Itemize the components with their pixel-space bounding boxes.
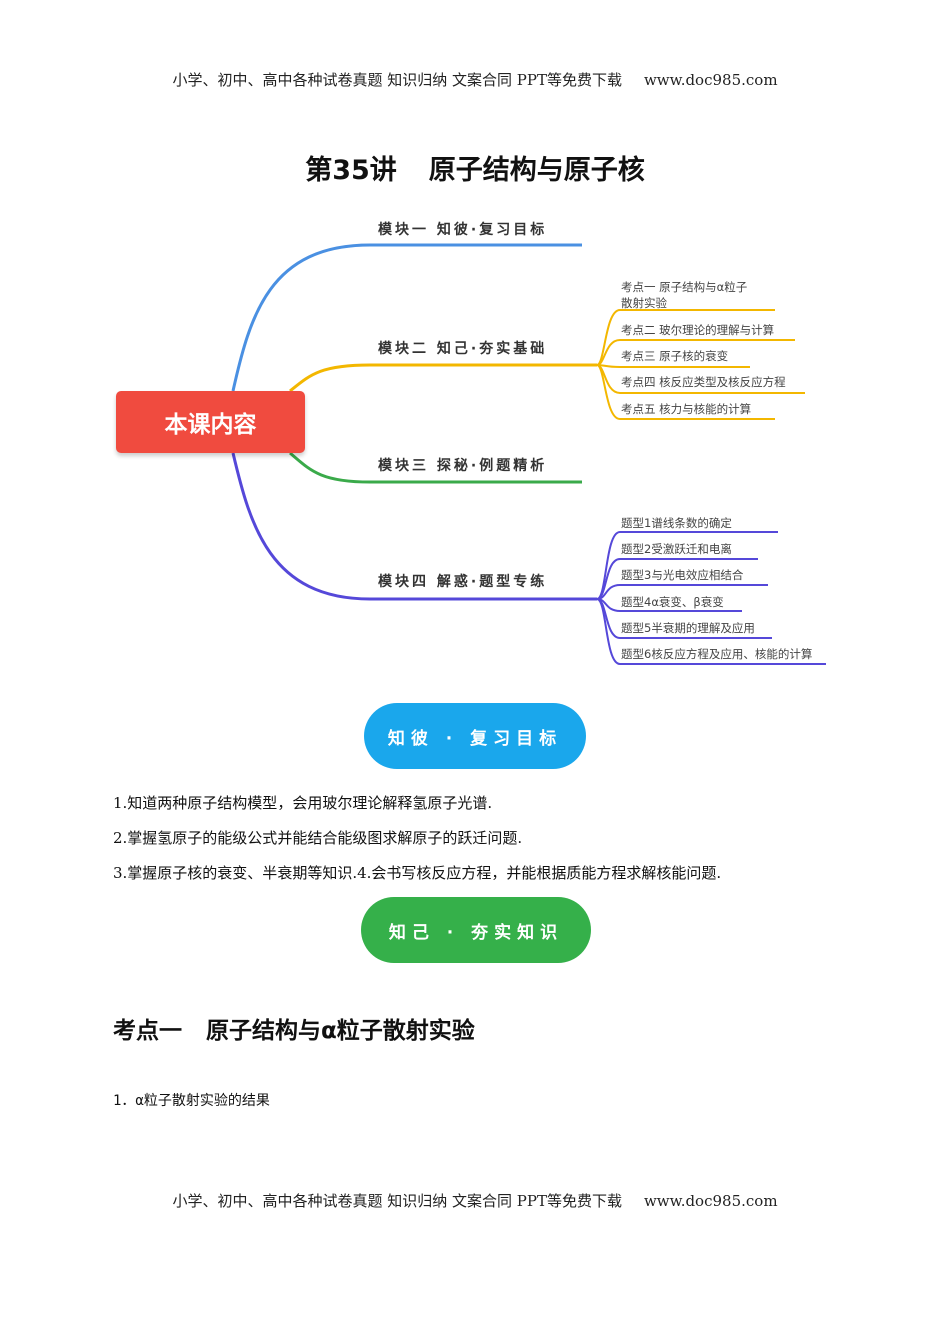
tixing-5: 题型5半衰期的理解及应用	[621, 621, 755, 635]
section-label: 考点一	[113, 1018, 182, 1044]
goal-2: 2.掌握氢原子的能级公式并能结合能级图求解原子的跃迁问题.	[113, 829, 523, 847]
branch-4-curve	[231, 452, 597, 601]
kaodian-1-line1: 考点一 原子结构与α粒子	[621, 280, 748, 294]
branch-4-subs	[596, 531, 826, 665]
branch-2-curve	[289, 363, 597, 393]
page-header: 小学、初中、高中各种试卷真题 知识归纳 文案合同 PPT等免费下载 www.doc…	[0, 69, 950, 90]
lecture-topic: 原子结构与原子核	[428, 155, 645, 186]
branch-3-label: 模块三 探秘·例题精析	[378, 458, 548, 474]
kaodian-2: 考点二 玻尔理论的理解与计算	[621, 323, 775, 337]
footer-url[interactable]: www.doc985.com	[643, 1192, 778, 1210]
branch-2-label: 模块二 知己·夯实基础	[378, 341, 548, 357]
branch-1-curve	[231, 243, 582, 392]
kaodian-3: 考点三 原子核的衰变	[621, 349, 729, 363]
header-url[interactable]: www.doc985.com	[643, 71, 778, 89]
kaodian-1-line2: 散射实验	[621, 296, 667, 310]
goal-1: 1.知道两种原子结构模型，会用玻尔理论解释氢原子光谱.	[113, 794, 493, 812]
header-text: 小学、初中、高中各种试卷真题 知识归纳 文案合同 PPT等免费下载	[172, 71, 622, 89]
page-footer: 小学、初中、高中各种试卷真题 知识归纳 文案合同 PPT等免费下载 www.doc…	[0, 1190, 950, 1211]
mindmap-lines	[231, 243, 826, 665]
tixing-4: 题型4α衰变、β衰变	[621, 595, 724, 609]
page-title: 第35讲原子结构与原子核	[0, 148, 950, 187]
goal-3: 3.掌握原子核的衰变、半衰期等知识.4.会书写核反应方程，并能根据质能方程求解核…	[113, 864, 722, 882]
branch-4-label: 模块四 解惑·题型专练	[378, 574, 548, 590]
item-1: 1．α粒子散射实验的结果	[113, 1093, 270, 1109]
tixing-1: 题型1谱线条数的确定	[621, 516, 732, 530]
section-title: 原子结构与α粒子散射实验	[206, 1018, 475, 1044]
kaodian-5: 考点五 核力与核能的计算	[621, 402, 752, 416]
tixing-2: 题型2受激跃迁和电离	[621, 542, 732, 556]
tixing-3: 题型3与光电效应相结合	[621, 568, 744, 582]
branch-1-label: 模块一 知彼·复习目标	[378, 222, 548, 238]
foundation-pill: 知己 · 夯实知识	[361, 897, 591, 963]
branch-2-subs	[596, 309, 805, 420]
mindmap-root: 本课内容	[116, 391, 305, 453]
kaodian-4: 考点四 核反应类型及核反应方程	[621, 375, 786, 389]
footer-text: 小学、初中、高中各种试卷真题 知识归纳 文案合同 PPT等免费下载	[172, 1192, 622, 1210]
tixing-6: 题型6核反应方程及应用、核能的计算	[621, 647, 813, 661]
review-goals-pill: 知彼 · 复习目标	[364, 703, 586, 769]
branch-3-curve	[289, 451, 582, 484]
section-heading: 考点一原子结构与α粒子散射实验	[113, 1011, 475, 1045]
lecture-number: 第35讲	[305, 155, 397, 186]
